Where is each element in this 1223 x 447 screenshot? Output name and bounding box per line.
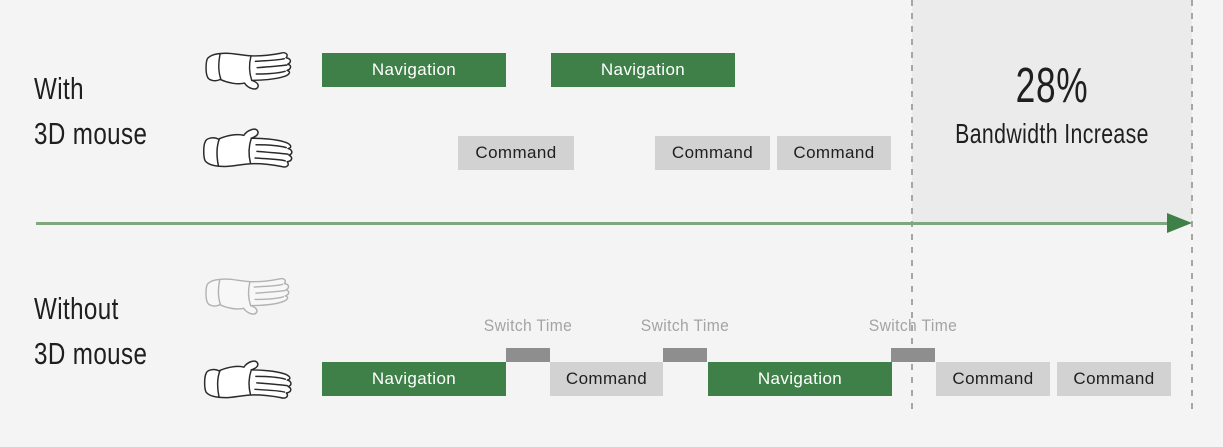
switch-time-label: Switch Time bbox=[868, 316, 958, 335]
bandwidth-caption: Bandwidth Increase bbox=[955, 118, 1149, 149]
navigation-bar: Navigation bbox=[551, 53, 735, 87]
command-bar: Command bbox=[458, 136, 574, 170]
with-label-line1: With bbox=[34, 71, 84, 106]
command-bar: Command bbox=[550, 362, 663, 396]
dashed-boundary-line-left bbox=[911, 0, 913, 410]
right-hand-icon bbox=[199, 125, 298, 174]
without-label-line1: Without bbox=[34, 291, 119, 326]
bandwidth-percent: 28% bbox=[1015, 59, 1089, 113]
left-hand-idle-icon bbox=[200, 272, 296, 318]
navigation-bar: Navigation bbox=[322, 362, 506, 396]
switch-time-block bbox=[663, 348, 707, 362]
navigation-bar: Navigation bbox=[322, 53, 506, 87]
command-bar: Command bbox=[655, 136, 770, 170]
bandwidth-highlight-region bbox=[912, 0, 1192, 223]
switch-time-block bbox=[506, 348, 550, 362]
switch-time-label: Switch Time bbox=[483, 316, 573, 335]
navigation-bar: Navigation bbox=[708, 362, 892, 396]
without-label-line2: 3D mouse bbox=[34, 336, 148, 371]
command-bar: Command bbox=[777, 136, 891, 170]
left-hand-icon bbox=[200, 46, 298, 93]
timeline-arrowhead-icon bbox=[1167, 213, 1192, 233]
switch-time-block bbox=[891, 348, 935, 362]
with-3d-mouse-label: With 3D mouse bbox=[34, 66, 147, 156]
right-hand-icon bbox=[199, 357, 298, 405]
without-3d-mouse-label: Without 3D mouse bbox=[34, 286, 147, 376]
command-bar: Command bbox=[936, 362, 1050, 396]
command-bar: Command bbox=[1057, 362, 1171, 396]
with-label-line2: 3D mouse bbox=[34, 116, 148, 151]
dashed-boundary-line-right bbox=[1191, 0, 1193, 410]
switch-time-label: Switch Time bbox=[640, 316, 730, 335]
bandwidth-increase-callout: 28% Bandwidth Increase bbox=[912, 60, 1192, 150]
timeline-axis bbox=[36, 222, 1170, 225]
